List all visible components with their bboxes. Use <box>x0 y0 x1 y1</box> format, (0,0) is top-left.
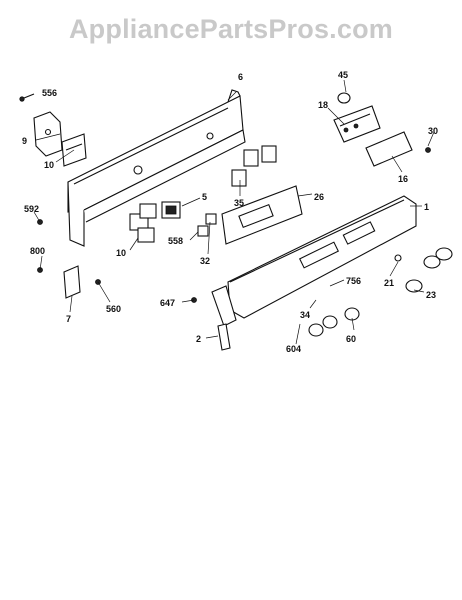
callout-556: 556 <box>42 88 57 98</box>
callout-558: 558 <box>168 236 183 246</box>
part-side-bracket[interactable] <box>33 111 63 157</box>
callout-21: 21 <box>384 278 394 288</box>
callout-9: 9 <box>22 136 27 146</box>
callout-34: 34 <box>300 310 310 320</box>
callout-30: 30 <box>428 126 438 136</box>
callout-7: 7 <box>66 314 71 324</box>
callout-10-top: 10 <box>44 160 54 170</box>
part-knob-23[interactable] <box>405 247 453 293</box>
callout-26: 26 <box>314 192 324 202</box>
part-switch-5[interactable] <box>161 201 181 219</box>
part-knob-insert-21[interactable] <box>394 254 402 262</box>
callout-560: 560 <box>106 304 121 314</box>
callout-45: 45 <box>338 70 348 80</box>
callout-1: 1 <box>424 202 429 212</box>
part-clock-timer[interactable] <box>333 105 381 143</box>
part-screw-556[interactable] <box>19 93 35 102</box>
leader-lines <box>33 79 435 345</box>
part-switch-10[interactable] <box>129 203 157 243</box>
part-switch-35[interactable] <box>231 145 277 187</box>
callout-18: 18 <box>318 100 328 110</box>
callout-604: 604 <box>286 344 301 354</box>
watermark-text: AppliancePartsPros.com <box>68 14 393 44</box>
part-switch-32[interactable] <box>205 213 217 225</box>
callout-6: 6 <box>238 72 243 82</box>
callout-592: 592 <box>24 204 39 214</box>
callout-2: 2 <box>196 334 201 344</box>
callout-35: 35 <box>234 198 244 208</box>
callout-800: 800 <box>30 246 45 256</box>
callout-23: 23 <box>426 290 436 300</box>
callout-32: 32 <box>200 256 210 266</box>
part-overlay-16[interactable] <box>365 131 413 167</box>
callout-5: 5 <box>202 192 207 202</box>
part-lower-bracket[interactable] <box>63 265 81 299</box>
part-knob-60[interactable] <box>308 307 360 337</box>
callout-756: 756 <box>346 276 361 286</box>
part-knob-45[interactable] <box>337 92 351 104</box>
callout-16: 16 <box>398 174 408 184</box>
callout-647: 647 <box>160 298 175 308</box>
part-backguard-frame[interactable] <box>67 89 246 247</box>
callout-10-lower: 10 <box>116 248 126 258</box>
callout-60: 60 <box>346 334 356 344</box>
part-mounting-plate[interactable] <box>221 185 303 245</box>
part-screw-30[interactable] <box>425 147 431 153</box>
part-end-cap[interactable] <box>211 285 237 351</box>
part-switch-558[interactable] <box>197 225 209 237</box>
